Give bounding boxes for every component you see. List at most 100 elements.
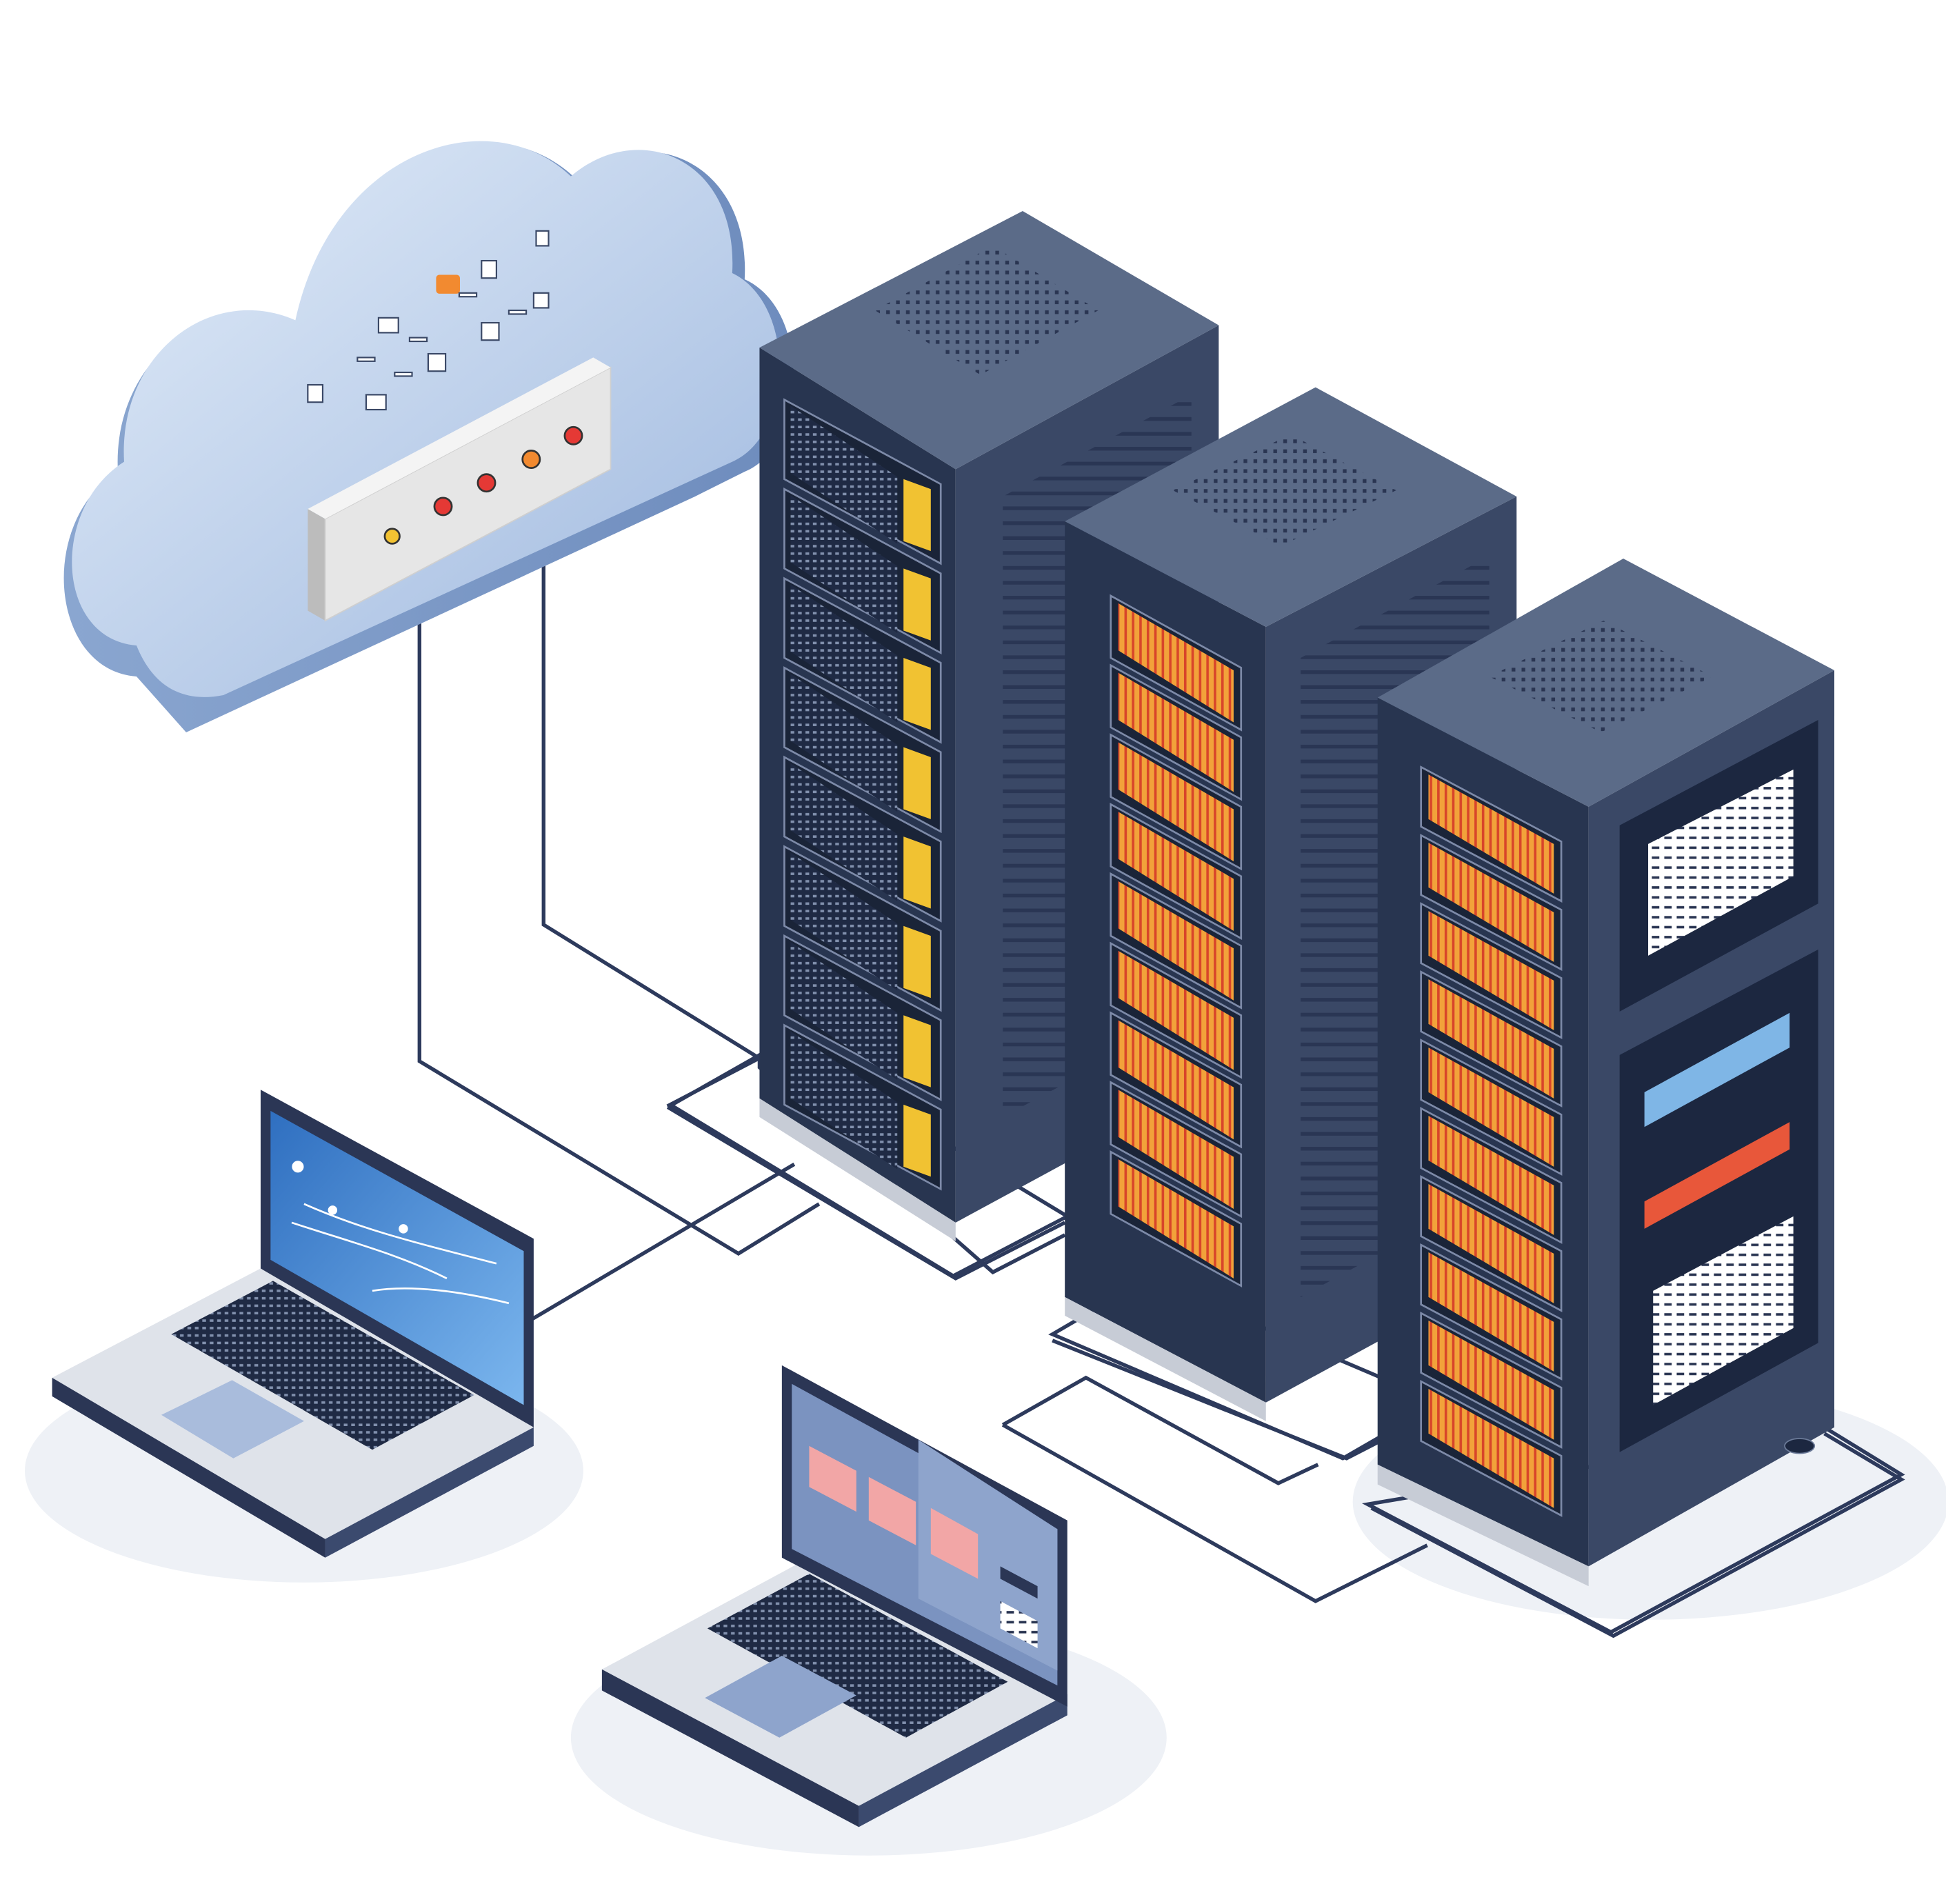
screen-node xyxy=(399,1224,408,1234)
laptop-2-screen-text xyxy=(1000,1566,1038,1599)
rack-3-log-readout xyxy=(1653,1216,1794,1405)
rack-1-bays xyxy=(783,398,942,1191)
screen-line xyxy=(372,1287,510,1305)
cloud-glyph xyxy=(535,230,550,247)
router-led-red xyxy=(563,425,583,445)
rack-drive xyxy=(1428,1048,1554,1167)
laptop-2-keyboard xyxy=(707,1574,1008,1738)
laptop-2-tile xyxy=(930,1507,979,1579)
rack-1-top-vent xyxy=(874,245,1099,375)
laptop-1-screen-diagram xyxy=(291,1161,510,1305)
laptop-2-screen-panel xyxy=(918,1439,1058,1671)
screen-line xyxy=(291,1221,448,1280)
rack-2-bays xyxy=(1110,594,1243,1287)
cloud-icon xyxy=(63,141,794,732)
rack-bay-tag xyxy=(903,568,931,641)
laptop-1 xyxy=(52,1090,534,1558)
cloud-glyph xyxy=(532,292,550,309)
cloud-glyph xyxy=(365,394,387,411)
router-icon xyxy=(308,357,612,622)
rack-2-top-vent xyxy=(1172,434,1396,546)
rack-drive xyxy=(1428,911,1554,1030)
cloud-body xyxy=(72,141,780,697)
rack-drive xyxy=(1428,1184,1554,1303)
rack-2-plinth xyxy=(1065,1296,1266,1421)
rack-drive xyxy=(1118,950,1234,1070)
rack-1-plinth xyxy=(759,1098,956,1241)
server-rack-3 xyxy=(1361,558,1905,1634)
rack-3-indicator-strip xyxy=(1644,1012,1790,1128)
rack-bay-vent xyxy=(790,763,898,901)
laptop-2-tile xyxy=(809,1445,856,1512)
laptop-1-side-edge xyxy=(325,1427,534,1558)
rack-drive xyxy=(1428,979,1554,1099)
rack-bay-tag xyxy=(903,657,931,730)
rack-bay-tag xyxy=(903,925,931,999)
rack-bay-vent xyxy=(790,1031,898,1170)
cloud-dash xyxy=(408,337,428,343)
screen-line xyxy=(303,1203,497,1265)
cloud-glyph xyxy=(427,352,447,372)
rack-3-status-readout xyxy=(1648,769,1794,956)
rack-bay-vent xyxy=(790,495,898,633)
laptop-2-front-edge xyxy=(601,1669,859,1827)
cable-laptop-1-to-rack-1 xyxy=(526,1162,796,1324)
cloud-glyph xyxy=(377,317,399,334)
rack-3-power-button xyxy=(1784,1438,1816,1454)
screen-node xyxy=(292,1161,304,1173)
laptop-1-front-edge xyxy=(52,1377,325,1558)
rack-drive xyxy=(1118,1020,1234,1140)
rack-drive xyxy=(1428,1252,1554,1372)
router-led-orange xyxy=(521,450,541,469)
rack-drive xyxy=(1428,774,1554,894)
laptop-2-tile xyxy=(868,1476,916,1545)
rack-drive xyxy=(1118,672,1234,792)
rack-drive xyxy=(1118,742,1234,862)
network-cables xyxy=(417,483,1905,1639)
rack-bay-tag xyxy=(903,747,931,819)
rack-bay-tag xyxy=(903,479,931,552)
rack-bay-tag xyxy=(903,1104,931,1177)
rack-bay-vent xyxy=(790,405,898,544)
router-led-yellow xyxy=(383,528,401,545)
rack-3-alarm-strip xyxy=(1644,1122,1790,1229)
laptop-2-touchpad xyxy=(705,1655,856,1738)
rack-bay-vent xyxy=(790,584,898,723)
cloud-dash xyxy=(394,371,413,377)
cloud-dash xyxy=(508,309,528,315)
cloud-glyph xyxy=(481,321,500,341)
cloud-glyph xyxy=(481,259,497,279)
cable-router-to-rack-1 xyxy=(541,483,796,1082)
cloud-alert-glyph xyxy=(436,274,460,294)
rack-3-top-vent xyxy=(1489,620,1713,732)
rack-bay-vent xyxy=(790,852,898,991)
laptop-2 xyxy=(601,1365,1067,1827)
rack-bay-vent xyxy=(790,674,898,812)
rack-bay-tag xyxy=(903,836,931,909)
rack-drive xyxy=(1118,1090,1234,1210)
laptop-1-touchpad xyxy=(161,1380,304,1459)
rack-drive xyxy=(1118,812,1234,931)
router-led-red xyxy=(433,497,453,517)
rack-drive xyxy=(1428,843,1554,962)
router-end xyxy=(308,508,325,621)
cable-router-to-laptop-1 xyxy=(417,502,821,1256)
rack-3-bays xyxy=(1420,765,1563,1517)
cloud-dash xyxy=(357,357,376,362)
router-top xyxy=(308,357,611,519)
cable-rack-2-loop xyxy=(1001,1375,1319,1485)
router-led-red xyxy=(477,473,496,493)
laptop-1-keyboard xyxy=(171,1281,474,1450)
rack-bay-tag xyxy=(903,1015,931,1088)
cloud-status-glyphs xyxy=(307,230,550,411)
rack-drive xyxy=(1428,1389,1554,1508)
rack-drive xyxy=(1428,1321,1554,1440)
cable-rack-2-to-rack-3 xyxy=(1001,1423,1428,1603)
rack-drive xyxy=(1118,881,1234,1001)
rack-bay-vent xyxy=(790,942,898,1080)
cable-rack-1-loop xyxy=(666,1105,1066,1281)
cloud-dash xyxy=(458,292,478,298)
rack-3-plinth xyxy=(1377,1464,1589,1587)
